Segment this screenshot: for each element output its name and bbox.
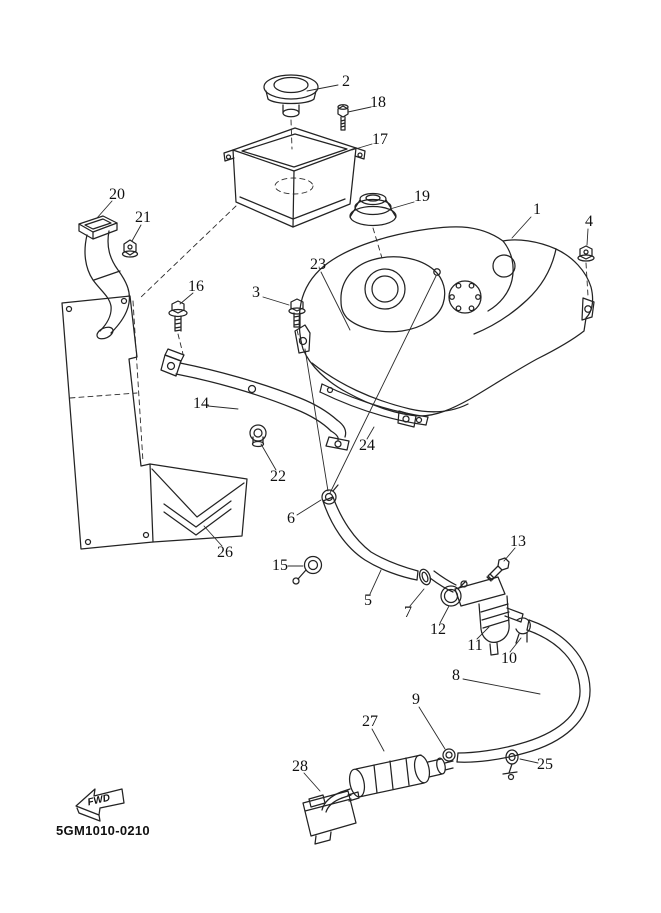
nut-4 — [577, 245, 595, 297]
callout-25: 25 — [537, 756, 553, 773]
callout-26: 26 — [217, 544, 233, 561]
leader-lines — [96, 84, 589, 792]
band-24 — [319, 383, 429, 426]
filler-grommet — [349, 192, 397, 259]
callout-4: 4 — [585, 213, 593, 230]
clamp-7 — [418, 568, 432, 586]
callout-27: 27 — [362, 713, 378, 730]
fuel-hose-8 — [456, 619, 591, 763]
fwd-label: FWD — [87, 793, 112, 809]
callout-8: 8 — [452, 667, 460, 684]
fuel-pump — [321, 754, 454, 813]
callout-5: 5 — [364, 592, 372, 609]
bracket-14 — [160, 348, 350, 451]
nut-21 — [121, 239, 139, 258]
callout-24: 24 — [359, 437, 375, 454]
callout-6: 6 — [287, 510, 295, 527]
clamp-6 — [304, 275, 437, 505]
callout-13: 13 — [510, 533, 526, 550]
diagram-code: 5GM1010-0210 — [56, 823, 150, 838]
callout-11: 11 — [467, 637, 483, 654]
callout-15: 15 — [272, 557, 288, 574]
callout-20: 20 — [109, 186, 125, 203]
callout-14: 14 — [193, 395, 209, 412]
callout-28: 28 — [292, 758, 308, 775]
callout-2: 2 — [342, 73, 350, 90]
screw-13 — [486, 557, 510, 582]
clamp-12 — [440, 580, 468, 607]
callout-17: 17 — [372, 131, 388, 148]
grommet-22 — [249, 424, 267, 448]
callout-16: 16 — [188, 278, 204, 295]
fuel-cap — [263, 74, 319, 150]
fuel-tank — [294, 226, 595, 428]
callout-7: 7 — [404, 604, 412, 621]
callout-23: 23 — [310, 256, 326, 273]
heat-shield — [61, 295, 248, 550]
callout-9: 9 — [412, 691, 420, 708]
screw-18 — [337, 104, 349, 131]
fwd-arrow: FWD — [75, 788, 125, 822]
fuel-filter — [429, 570, 524, 656]
callout-22: 22 — [270, 468, 286, 485]
callout-1: 1 — [533, 201, 541, 218]
callout-3: 3 — [252, 284, 260, 301]
bolt-3 — [288, 298, 306, 343]
clip-25 — [502, 749, 519, 781]
callout-12: 12 — [430, 621, 446, 638]
filler-neck — [78, 215, 131, 340]
canister-28 — [302, 790, 360, 845]
callout-19: 19 — [414, 188, 430, 205]
tank-tray — [139, 127, 366, 299]
clamp-9 — [442, 748, 456, 762]
clamp-15 — [292, 555, 323, 585]
callout-18: 18 — [370, 94, 386, 111]
callout-21: 21 — [135, 209, 151, 226]
fuel-hose-5 — [322, 496, 419, 581]
clip-10 — [515, 617, 531, 644]
bolt-16 — [168, 300, 188, 359]
callout-10: 10 — [501, 650, 517, 667]
